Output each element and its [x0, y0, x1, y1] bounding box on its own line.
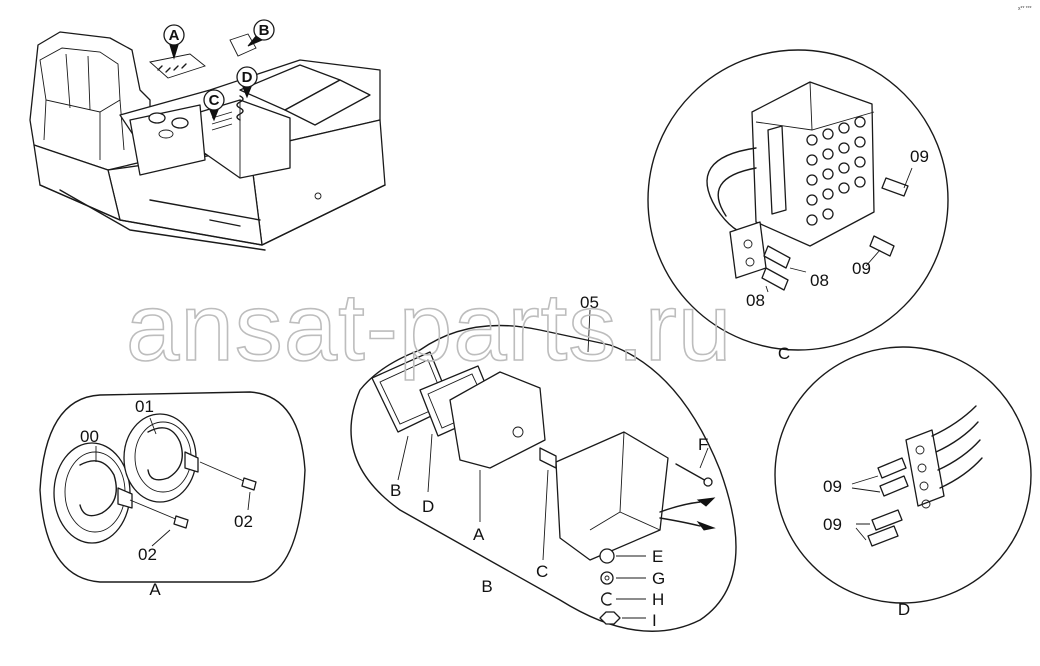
part-B-label: B	[390, 481, 401, 500]
part-08-label-a: 08	[810, 271, 829, 290]
detail-A-title: A	[149, 580, 161, 599]
callout-C: C	[203, 89, 225, 122]
part-D-label: D	[422, 497, 434, 516]
part-F-label: F	[698, 435, 708, 454]
part-A-label: A	[473, 525, 485, 544]
part-05-label: 05	[580, 293, 599, 312]
detail-C-title: C	[778, 344, 790, 363]
part-01-label: 01	[135, 397, 154, 416]
part-E-label: E	[652, 547, 663, 566]
horn-01	[123, 413, 199, 503]
callout-A: A	[163, 24, 185, 60]
detail-D-title: D	[898, 600, 910, 619]
part-09-label-b: 09	[852, 259, 871, 278]
part-09-label-d: 09	[823, 515, 842, 534]
callout-B-label: B	[259, 22, 270, 39]
part-08-label-b: 08	[746, 291, 765, 310]
part-02-label-a: 02	[234, 512, 253, 531]
watermark-text: ansat-parts.ru	[126, 274, 732, 381]
part-I-label: I	[652, 611, 657, 630]
callout-A-label: A	[169, 27, 180, 44]
part-H-label: H	[652, 590, 664, 609]
detail-B-title: B	[481, 577, 492, 596]
callout-C-label: C	[209, 92, 220, 109]
detail-A: 00 01 02 02 A	[39, 391, 306, 599]
horn-00	[53, 442, 133, 544]
part-00-label: 00	[80, 427, 99, 446]
callout-D-label: D	[242, 69, 253, 86]
callout-B: B	[247, 19, 275, 47]
part-G-label: G	[652, 569, 665, 588]
part-09-label-a: 09	[910, 147, 929, 166]
fitting-array	[806, 116, 866, 226]
detail-C: 09 09 08 08 C	[647, 49, 949, 363]
detail-B: 05 B D A C F E G H I B	[350, 293, 737, 632]
part-02-label-b: 02	[138, 545, 157, 564]
part-09-label-c: 09	[823, 477, 842, 496]
callout-D: D	[236, 66, 258, 99]
corner-code: x** ***	[1018, 6, 1032, 12]
detail-D: 09 09 D	[774, 346, 1032, 619]
machine-overview: A B C D	[29, 19, 386, 251]
part-C-label: C	[536, 562, 548, 581]
